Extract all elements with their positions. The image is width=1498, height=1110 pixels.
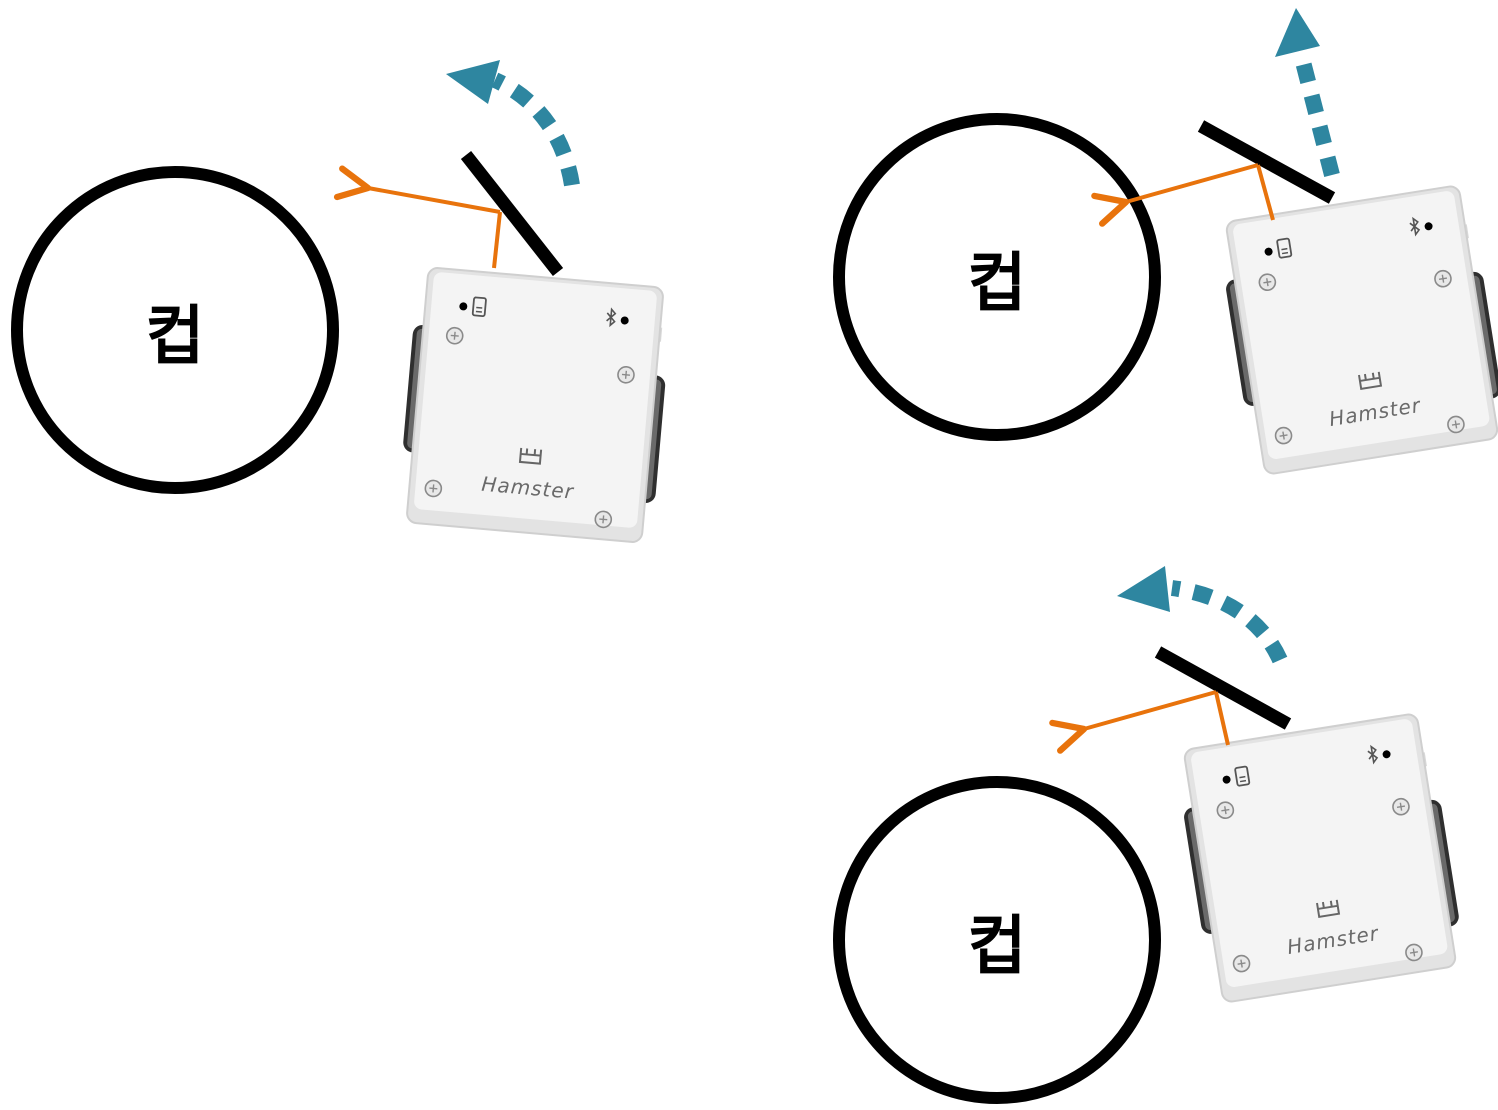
sensor-direction-arrow bbox=[333, 165, 502, 269]
motion-arrow-curved bbox=[1117, 566, 1288, 664]
sensor-bar bbox=[460, 150, 564, 277]
scene-3: 컵 Hamster bbox=[833, 566, 1468, 1104]
sensor-direction-arrow bbox=[1091, 163, 1275, 227]
scene-2: 컵 Hamster bbox=[833, 8, 1498, 478]
cup-label: 컵 bbox=[146, 300, 205, 374]
cup-outline bbox=[11, 166, 339, 494]
sensor-bar bbox=[1154, 646, 1292, 730]
cup-1: 컵 bbox=[11, 166, 339, 494]
robot-1: Hamster bbox=[395, 265, 675, 545]
cup-outline bbox=[833, 776, 1161, 1104]
sensor-bar bbox=[1197, 120, 1336, 204]
motion-arrow-straight bbox=[1275, 8, 1340, 177]
robot-3: Hamster bbox=[1172, 710, 1468, 1006]
cup-3: 컵 bbox=[833, 776, 1161, 1104]
scene-1: 컵 Hamster bbox=[11, 60, 675, 545]
sensor-direction-arrow bbox=[1049, 690, 1230, 754]
cup-label: 컵 bbox=[968, 910, 1027, 984]
cup-outline bbox=[833, 113, 1161, 441]
cup-label: 컵 bbox=[968, 247, 1027, 321]
cup-2: 컵 bbox=[833, 113, 1161, 441]
motion-arrow-curved bbox=[446, 60, 580, 187]
robot-2: Hamster bbox=[1214, 182, 1498, 478]
